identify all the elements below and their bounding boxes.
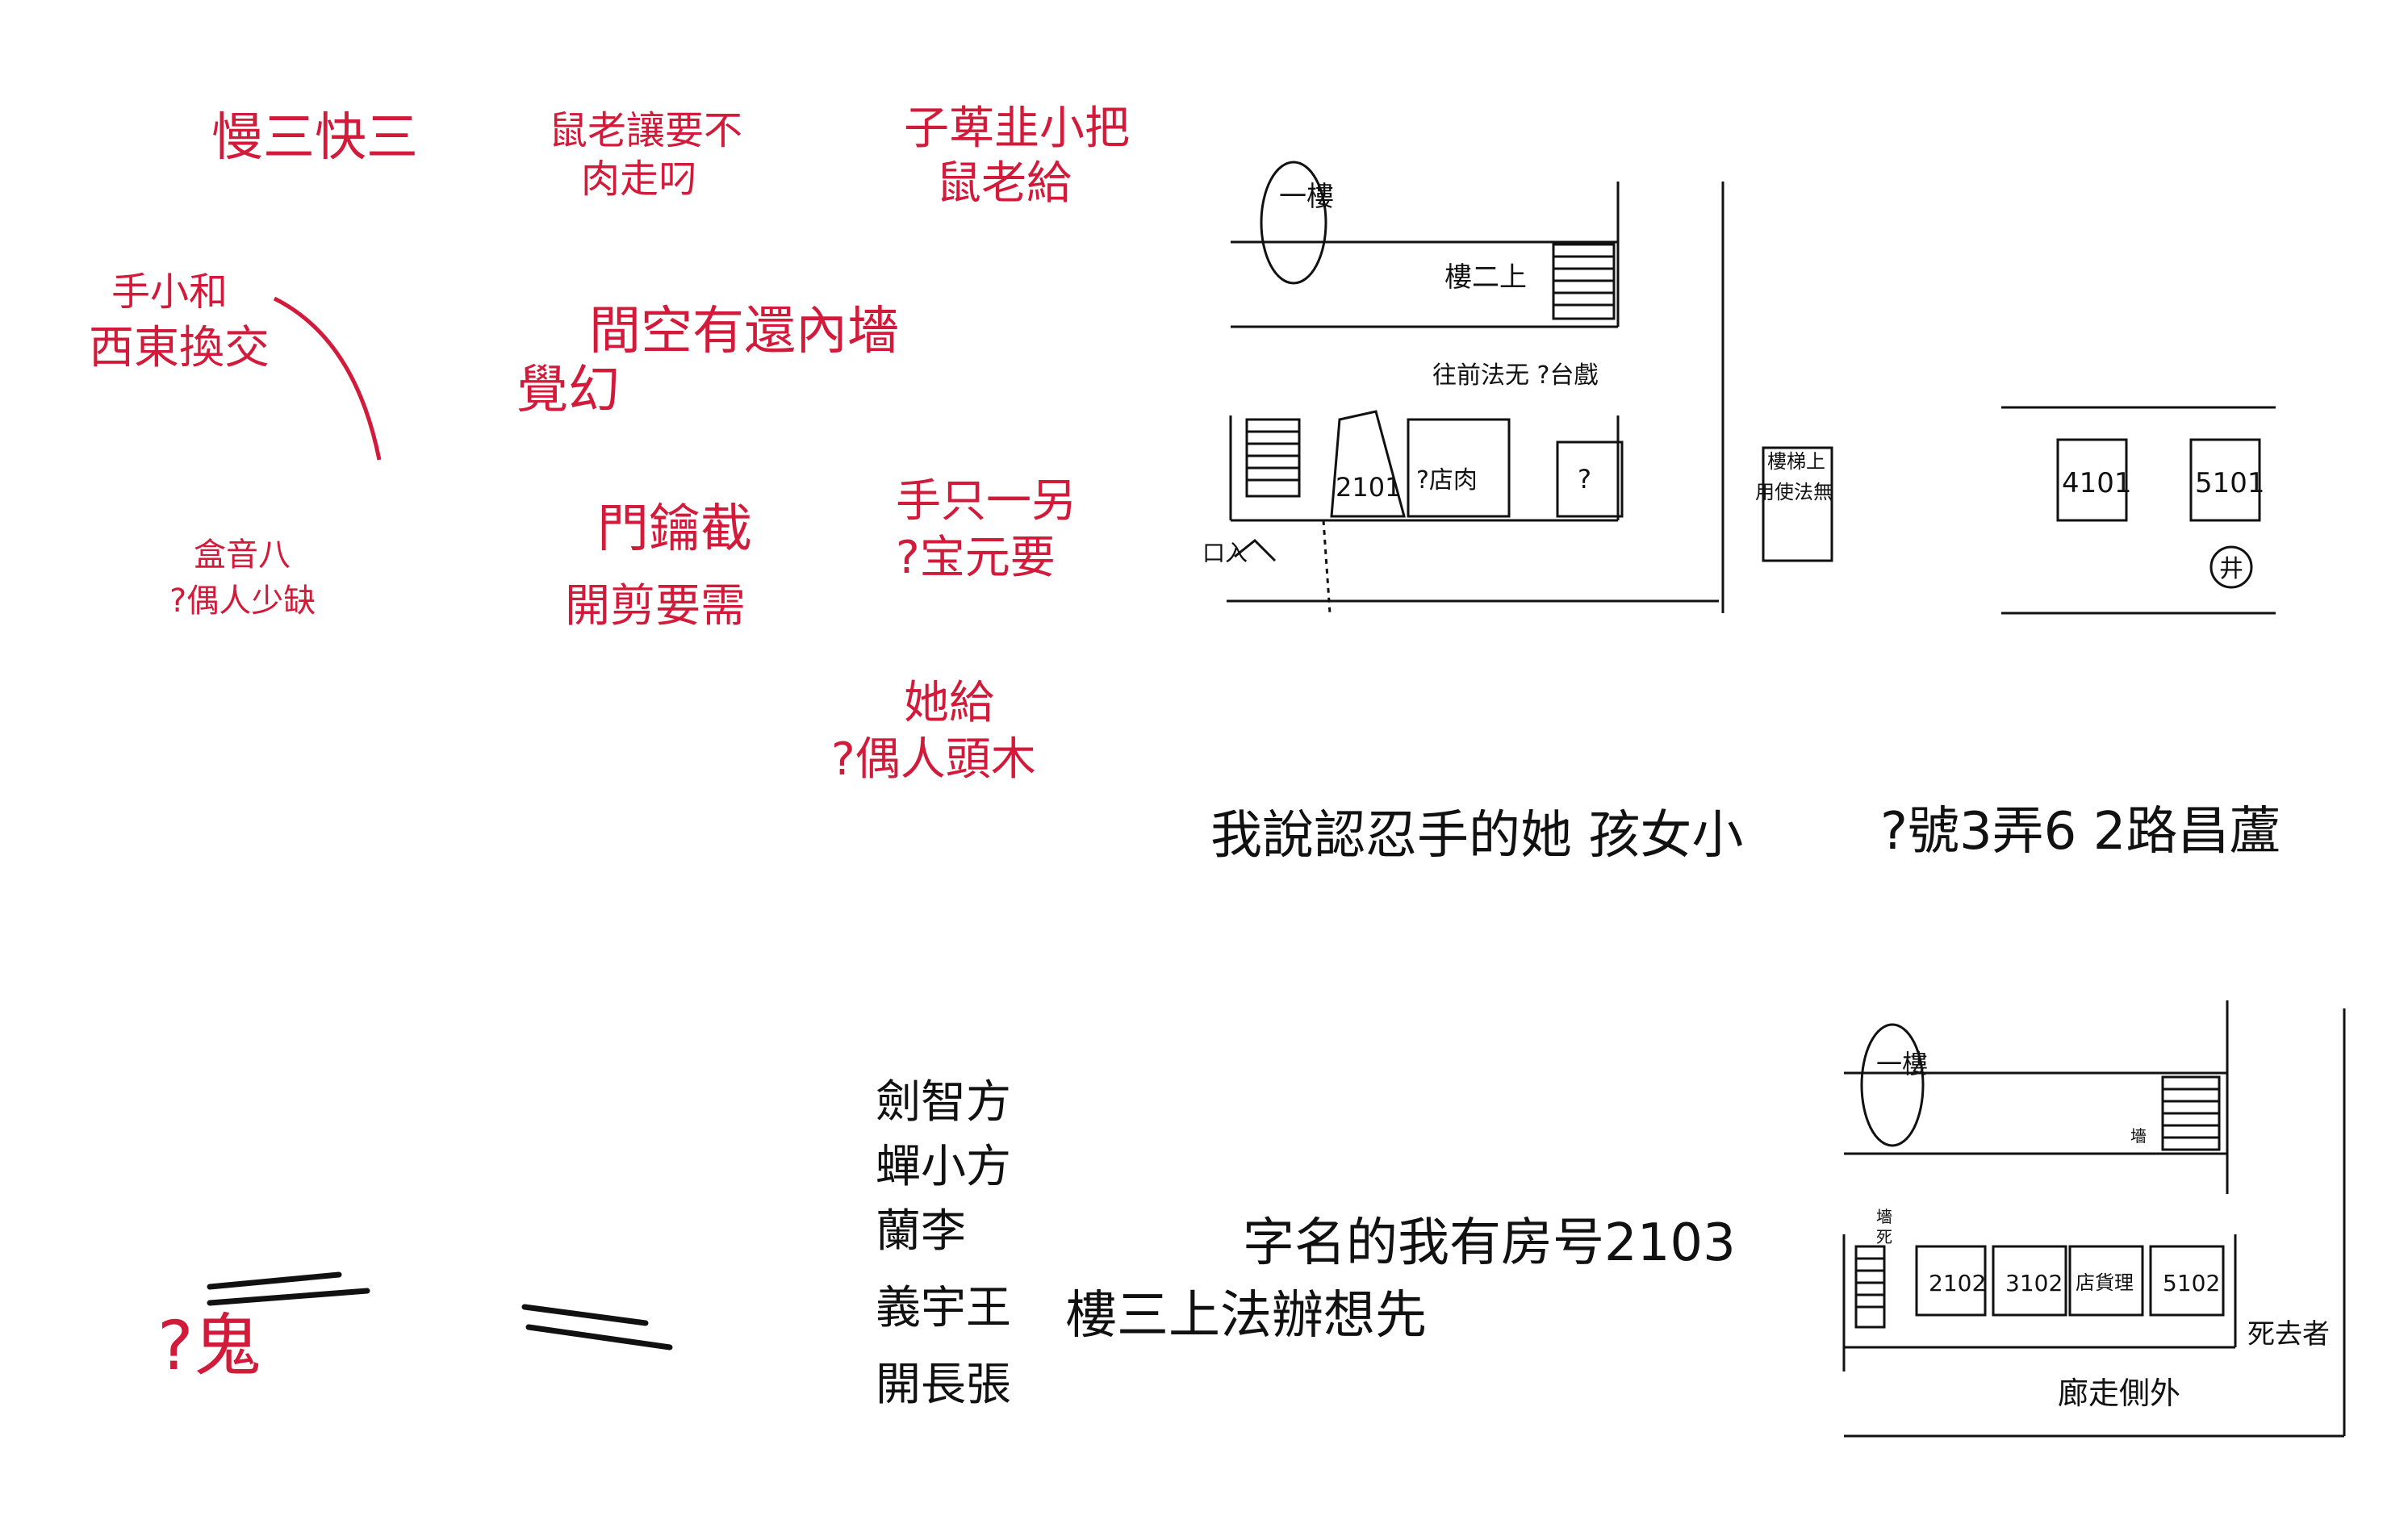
room-2102-label: 2102 (1929, 1270, 1986, 1296)
unknown-room-label: ? (1578, 464, 1591, 495)
room-3102 (1992, 1245, 2067, 1317)
stairs-top (1552, 243, 1616, 320)
name-5: 開長張 (876, 1359, 1011, 1411)
bottom-map (1842, 1000, 2346, 1438)
blocked-stair (1762, 446, 1833, 562)
floor-circle-bottom (1860, 1023, 1925, 1147)
name-4: 義宇王 (876, 1282, 1011, 1334)
stairs-up-label: 樓二上 (1444, 261, 1527, 294)
note-seeds-1: 子萆韭小把 (904, 102, 1130, 155)
room-4101 (2056, 438, 2128, 522)
double-strokes (207, 1271, 673, 1351)
note-give-her-2: ?偶人頭木 (831, 733, 1036, 786)
note-ghost: ?鬼 (157, 1306, 261, 1385)
top-map (1227, 161, 2276, 615)
note-hand-1: 手小和 (111, 269, 228, 315)
butcher-label: ?店肉 (1416, 466, 1478, 495)
dead-end-label: 死去者 (2247, 1318, 2330, 1351)
note-other-hand-2: ?宝元要 (896, 532, 1056, 584)
stairs-bottom-left (1854, 1245, 1886, 1329)
room-5102-label: 5102 (2163, 1270, 2220, 1296)
name-2: 蟬小方 (876, 1141, 1011, 1193)
room-unknown (1556, 440, 1624, 518)
note-key-1: 門鑰截 (597, 499, 752, 559)
note-other-hand-1: 手只一另 (896, 475, 1076, 528)
note-room-2103: 字名的我有房号2103 (1243, 1213, 1736, 1273)
note-wall-2: 覺幻 (516, 361, 620, 420)
blocked-stair-label-2: 用使法無 (1755, 481, 1833, 503)
room-2101 (1330, 410, 1406, 518)
note-mouse-2: 肉走叼 (581, 157, 698, 202)
note-hand-2: 西東換交 (89, 322, 270, 374)
entrance-arrow (1234, 538, 1277, 562)
well-label: 井 (2219, 555, 2243, 583)
note-key-2: 開剪要需 (565, 580, 746, 632)
room-shop (2068, 1245, 2144, 1317)
wall-label-2b: 死 (1876, 1227, 1892, 1246)
room-5102 (2149, 1245, 2225, 1317)
note-little-girl: 我說認忍手的她 孩女小 (1210, 806, 1744, 866)
room-5101 (2189, 438, 2261, 522)
note-address: ?號3弄6 2路昌蘆 (1880, 802, 2281, 862)
note-give-her-1: 她給 (904, 677, 994, 729)
well-icon (2209, 545, 2253, 589)
note-musicbox-1: 盒音八 (194, 536, 291, 574)
dotted-path (1322, 520, 1332, 614)
room-2101-label: 2101 (1336, 472, 1401, 503)
room-3102-label: 3102 (2005, 1270, 2063, 1296)
note-slow-fast: 慢三快三 (211, 108, 418, 168)
cant-go-label: 往前法无 ?台戲 (1432, 361, 1598, 390)
corridor-label: 廊走側外 (2058, 1376, 2180, 1411)
note-mouse-1: 鼠老讓要不 (549, 108, 743, 153)
wall-label-2a: 墻 (1876, 1207, 1892, 1226)
note-seeds-2: 鼠老給 (936, 157, 1072, 210)
red-arc (273, 296, 382, 461)
room-5101-label: 5101 (2195, 467, 2265, 499)
top-floor-text-1: 一樓 (1279, 181, 1334, 213)
name-3: 蘭李 (876, 1205, 966, 1258)
room-shop-label: 店貨理 (2076, 1271, 2134, 1294)
entrance-label: 口入 (1202, 540, 1248, 566)
floor-circle-top (1260, 161, 1327, 285)
wall-label-1: 墻 (2130, 1126, 2147, 1146)
note-musicbox-2: ?偶人少缺 (169, 582, 316, 620)
room-butcher (1407, 418, 1511, 518)
stairs-bottom-top (2161, 1075, 2221, 1151)
room-4101-label: 4101 (2062, 467, 2132, 499)
note-third-floor: 樓三上法辦想先 (1065, 1286, 1427, 1346)
blocked-stair-label-1: 樓梯上 (1767, 450, 1825, 473)
name-1: 劍智方 (876, 1076, 1011, 1129)
room-2102 (1915, 1245, 1987, 1317)
bottom-floor-text: 一樓 (1876, 1049, 1928, 1079)
stairs-left (1245, 418, 1301, 498)
note-wall-1: 間空有還內墻 (589, 302, 899, 361)
